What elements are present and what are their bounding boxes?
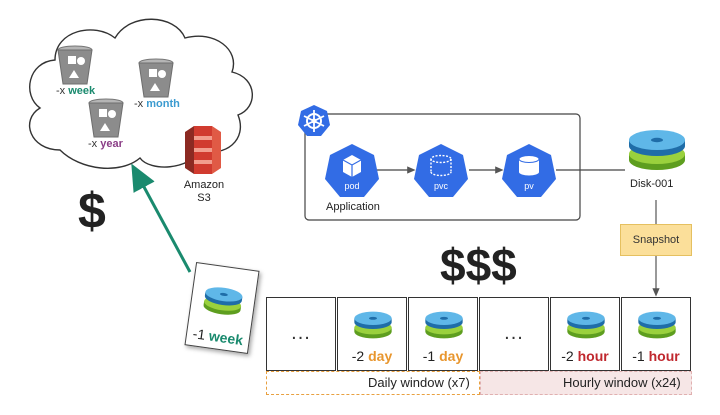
disk-icon <box>638 311 676 339</box>
disk-icon <box>627 128 687 172</box>
cell-label: -1 hour <box>632 348 680 364</box>
disk-icon <box>203 287 243 315</box>
pvc-label: pvc <box>433 181 448 191</box>
s3-label: Amazon S3 <box>183 179 225 204</box>
snapshot-cell-older-hours: ... <box>479 297 549 371</box>
snapshot-cell-2-day: -2 day <box>337 297 407 371</box>
bucket-month-label: -x month <box>134 98 180 110</box>
snapshot-cell-1-day: -1 day <box>408 297 478 371</box>
hourly-window-band <box>480 371 692 395</box>
hourly-window-label: Hourly window (x24) <box>563 375 681 390</box>
week-snapshot-card: -1 week <box>184 261 260 355</box>
bucket-icon <box>88 98 124 138</box>
pv-node: pv <box>502 142 556 198</box>
amazon-s3-icon <box>180 122 226 178</box>
daily-window-label: Daily window (x7) <box>368 375 470 390</box>
ellipsis: ... <box>291 322 311 344</box>
disk-icon <box>425 311 463 339</box>
snapshot-cell-1-hour: -1 hour <box>621 297 691 371</box>
disk-icon <box>567 311 605 339</box>
bucket-week-label: -x week <box>56 85 96 97</box>
application-label: Application <box>326 201 380 213</box>
bucket-icon <box>57 45 93 85</box>
cell-label: -2 day <box>351 348 393 364</box>
cell-label: -2 hour <box>561 348 609 364</box>
high-cost-label: $$$ <box>440 239 517 291</box>
cell-label: -1 day <box>422 348 464 364</box>
bucket-year-label: -x year <box>88 138 123 150</box>
pod-label: pod <box>344 181 360 191</box>
pvc-node: pvc <box>414 142 468 198</box>
daily-window-band <box>266 371 480 395</box>
pv-label: pv <box>524 181 534 191</box>
low-cost-label: $ <box>78 183 106 239</box>
bucket-month <box>136 57 176 99</box>
bucket-icon <box>138 58 174 98</box>
snapshot-box: Snapshot <box>620 224 692 256</box>
bucket-week <box>55 44 95 86</box>
pod-node: pod <box>325 142 379 198</box>
snapshot-cell-older-days: ... <box>266 297 336 371</box>
snapshot-cell-2-hour: -2 hour <box>550 297 620 371</box>
disk-icon <box>354 311 392 339</box>
kubernetes-icon <box>297 104 331 138</box>
week-card-label: -1 week <box>191 325 245 349</box>
bucket-year <box>86 97 126 139</box>
archive-arrow <box>131 163 192 273</box>
ellipsis: ... <box>504 322 524 344</box>
disk-label: Disk-001 <box>630 178 674 190</box>
